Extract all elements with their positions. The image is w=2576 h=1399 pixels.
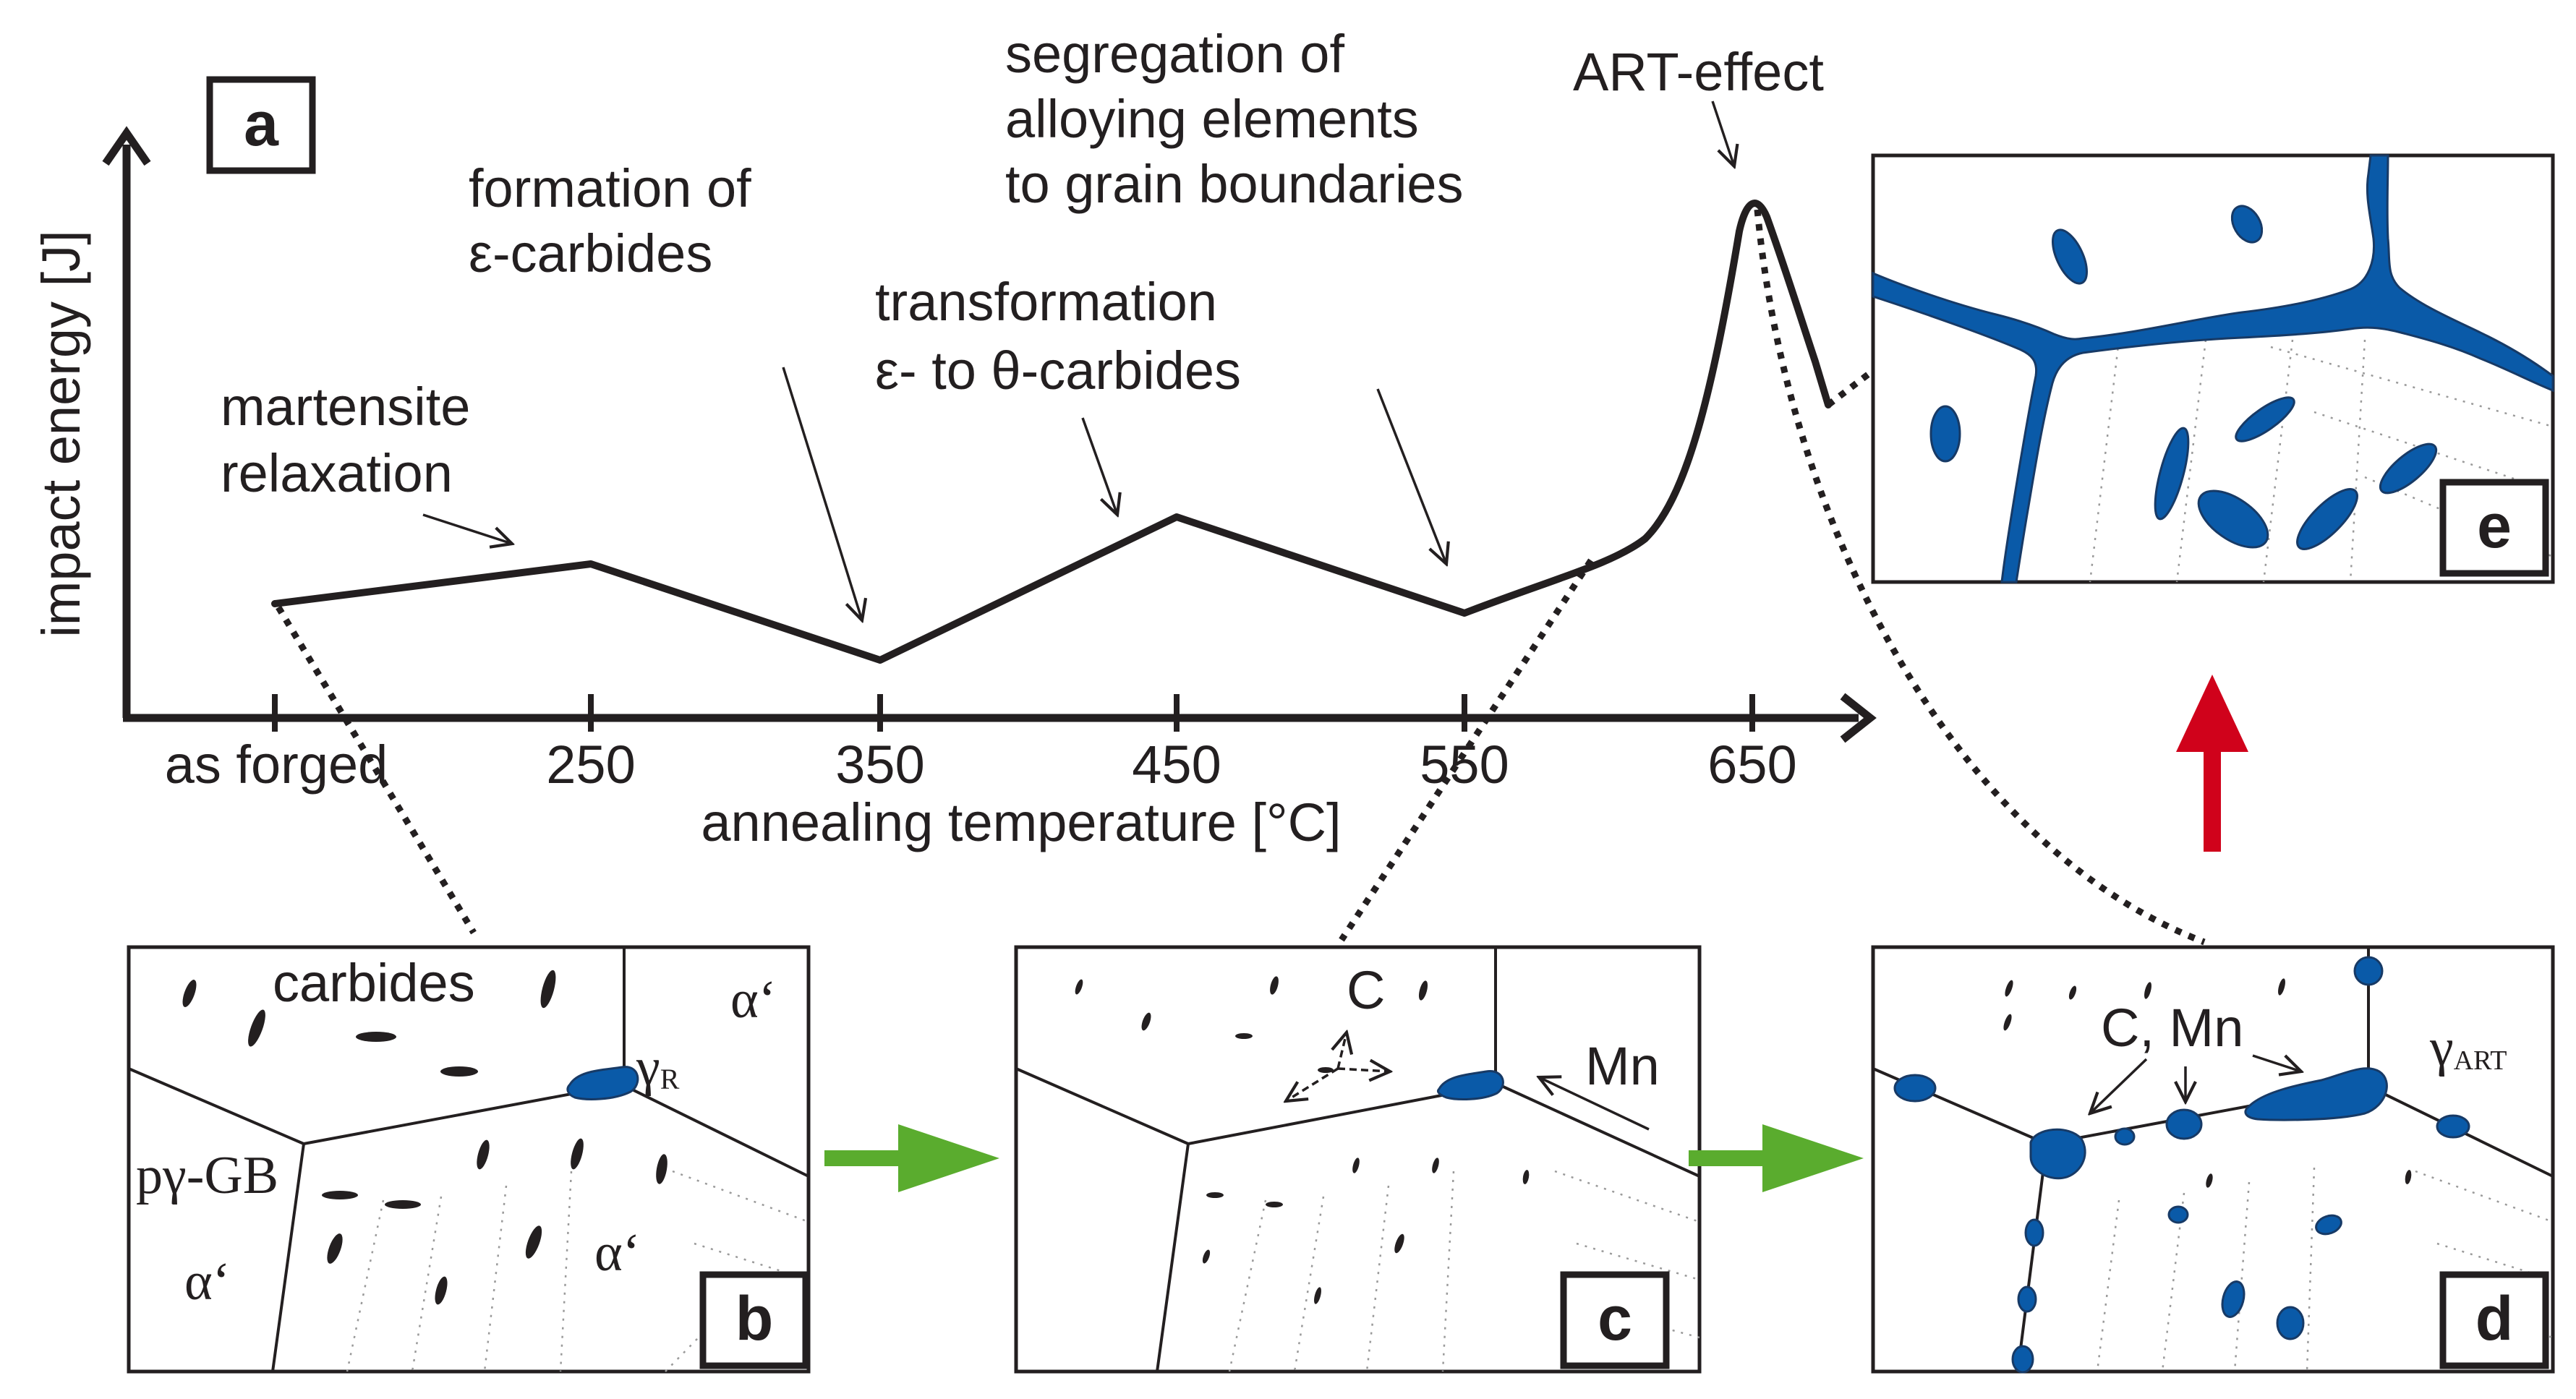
panel-a-chart: a as forged 250 350 450 550 650 annealin… [31,24,1877,852]
svg-text:a: a [244,90,279,159]
panel-label-c: c [1560,1271,1670,1369]
art-austenite-d [1893,956,2470,1374]
panel-label-d: d [2439,1271,2549,1369]
panel-b: carbides α‘ γR pγ-GB α‘ α‘ b [127,945,811,1374]
panel-label-b: b [699,1271,809,1369]
connector-as-forged-to-b [276,605,477,935]
svg-text:ART-effect: ART-effect [1573,42,1824,102]
manganese-label: Mn [1585,1036,1660,1096]
svg-text:segregation of: segregation of [1005,24,1344,84]
retained-austenite [566,1066,639,1100]
x-axis-label: annealing temperature [°C] [701,792,1341,852]
alpha-prime-left: α‘ [184,1252,230,1312]
lath-lines-c [1228,1170,1700,1372]
dotted-connectors [276,209,2206,946]
svg-text:alloying elements: alloying elements [1005,89,1419,149]
y-axis-arrowhead [102,126,151,166]
alpha-prime-top: α‘ [730,970,776,1030]
connector-550-to-c [1339,558,1594,942]
retained-austenite-c [1436,1070,1504,1100]
svg-text:c: c [1598,1284,1632,1353]
annotation-martensite: martensite relaxation [221,377,512,544]
art-austenite-film [1872,154,2554,583]
alpha-prime-mid: α‘ [594,1223,640,1283]
carbon-diffusion-arrows [1286,1032,1390,1101]
tick-label-as-forged: as forged [165,735,388,795]
svg-text:ε- to θ-carbides: ε- to θ-carbides [875,341,1241,401]
svg-text:transformation: transformation [875,272,1217,332]
y-axis-label: impact energy [J] [31,230,91,637]
svg-text:formation of: formation of [469,158,751,218]
axes: as forged 250 350 450 550 650 annealing … [31,126,1877,852]
x-axis-arrowhead [1840,693,1877,743]
panel-label-e: e [2439,479,2549,577]
gamma-art-label: γART [2429,1018,2507,1077]
c-mn-label: C, Mn [2101,998,2243,1058]
annotation-segregation: segregation of alloying elements to grai… [1005,24,1464,564]
green-arrow-c-to-d [1689,1124,1864,1192]
red-arrow-d-to-e [2176,675,2248,852]
carbides-label: carbides [273,953,475,1013]
svg-text:d: d [2475,1284,2514,1353]
panel-d: C, Mn γART d [1871,945,2555,1374]
connector-to-e [1826,362,1882,408]
mn-diffusion-arrow [1539,1077,1650,1131]
lath-lines-e [2089,339,2554,583]
impact-energy-curve [271,200,1832,664]
prior-gamma-gb-label: pγ-GB [136,1146,278,1205]
tick-label-250: 250 [546,735,635,795]
svg-text:b: b [735,1284,774,1353]
tick-label-450: 450 [1132,735,1221,795]
svg-text:relaxation: relaxation [221,443,453,503]
panel-e: e [1871,153,2555,584]
austenite-islands-e [1929,205,2438,550]
carbides-d [2003,978,2412,1188]
carbides-c [1075,976,1530,1304]
svg-text:martensite: martensite [221,377,470,437]
panel-label-a: a [206,76,316,174]
carbides-b [182,970,668,1305]
tick-label-350: 350 [835,735,924,795]
tick-label-650: 650 [1707,735,1796,795]
gamma-r-label: γR [636,1038,680,1097]
panel-c: C Mn c [1014,945,1702,1374]
segregation-arrows [2090,1054,2301,1113]
svg-text:e: e [2477,492,2512,561]
carbon-label: C [1347,960,1385,1020]
annotation-formation: formation of ε-carbides [469,158,862,620]
svg-text:ε-carbides: ε-carbides [469,223,712,283]
svg-text:to grain boundaries: to grain boundaries [1005,154,1464,214]
annotation-art-effect: ART-effect [1573,42,1824,166]
annotation-transformation: transformation ε- to θ-carbides [875,272,1241,515]
tick-label-550: 550 [1420,735,1509,795]
green-arrow-b-to-c [824,1124,999,1192]
